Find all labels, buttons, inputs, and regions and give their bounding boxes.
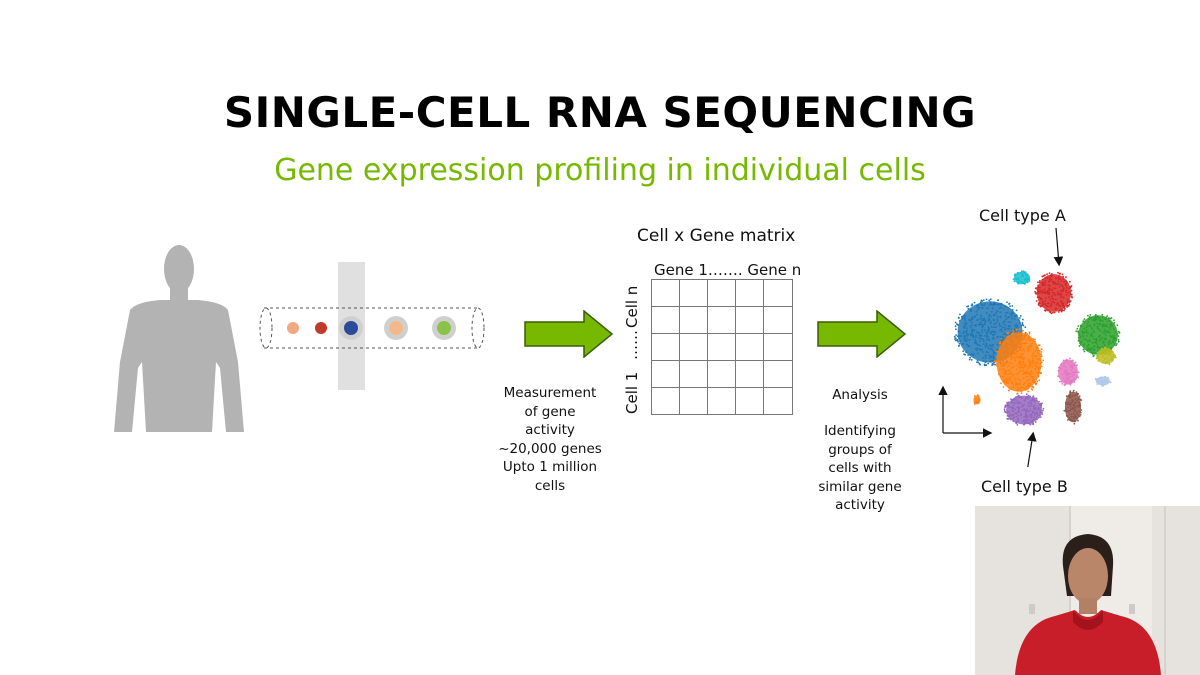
cell-type-b-label: Cell type B [981, 477, 1068, 496]
cluster-cyan [1012, 270, 1031, 285]
presenter-video [975, 506, 1200, 675]
cluster-red-cell-type-a [1034, 271, 1073, 315]
cluster-light-blue [1094, 375, 1112, 387]
cluster-brown [1063, 389, 1083, 425]
analysis-line: similar gene [818, 478, 902, 495]
measurement-line: ~20,000 genes [498, 440, 602, 457]
analysis-line: Identifying [824, 423, 896, 439]
measurement-line: Upto 1 million [502, 459, 598, 475]
analysis-line: groups of [828, 441, 892, 458]
measurement-line: of gene [524, 403, 576, 420]
cluster-orange [993, 328, 1045, 395]
pointer-arrow-b [1027, 431, 1037, 467]
measurement-line: cells [534, 477, 566, 494]
cell-type-a-label: Cell type A [979, 206, 1066, 225]
slide-subtitle: Gene expression profiling in individual … [274, 153, 926, 188]
measurement-line: Measurement [503, 385, 597, 401]
cluster-green [1075, 313, 1121, 358]
matrix-row-label-top: Cell n [623, 285, 641, 328]
right-arrow-icon [817, 310, 907, 358]
slide-title: SINGLE-CELL RNA SEQUENCING [223, 88, 977, 137]
analysis-heading: Analysis [832, 387, 888, 403]
matrix-title: Cell x Gene matrix [637, 226, 796, 246]
presenter-webcam [975, 506, 1200, 675]
cell-gene-matrix-grid [651, 279, 793, 415]
analysis-line: cells with [828, 460, 892, 476]
measurement-line: activity [525, 422, 575, 438]
person-silhouette-icon [114, 245, 244, 432]
pointer-arrow-a [1053, 227, 1064, 267]
analysis-description: Identifying groups of cells with similar… [805, 422, 915, 515]
cluster-scatter-plot [938, 227, 1121, 467]
measurement-description: Measurement of gene activity ~20,000 gen… [495, 384, 605, 495]
cluster-pink [1057, 357, 1080, 386]
flow-tube-icon [259, 262, 485, 390]
right-arrow-icon [524, 310, 614, 358]
matrix-row-label-dots: …… [623, 330, 641, 360]
cluster-small-orange [973, 394, 981, 405]
cluster-olive [1095, 346, 1117, 366]
cluster-purple [1003, 393, 1045, 426]
matrix-columns-label: Gene 1……. Gene n [654, 261, 802, 279]
matrix-row-label-bottom: Cell 1 [623, 371, 641, 414]
analysis-line: activity [835, 497, 885, 513]
